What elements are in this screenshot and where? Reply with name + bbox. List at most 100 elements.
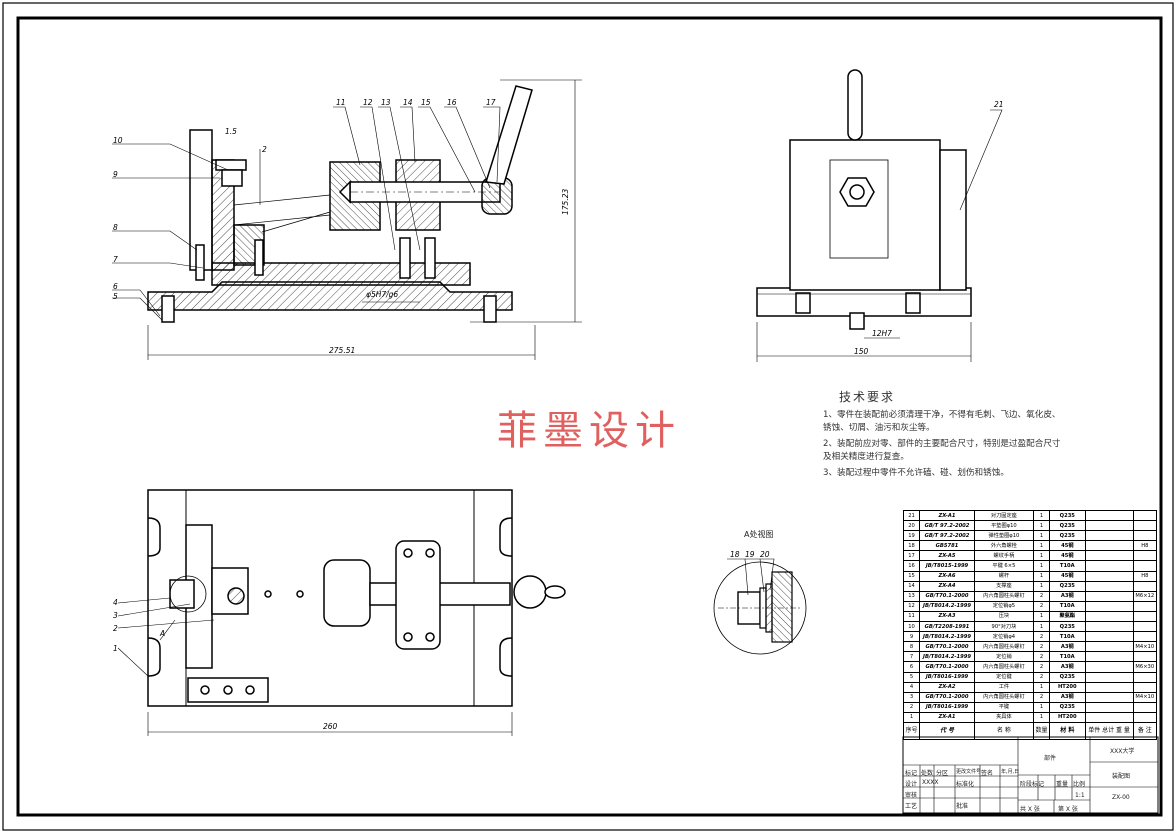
bom-cell-code: GB5781 <box>919 540 975 552</box>
bom-cell-note <box>1132 651 1158 663</box>
bom-cell-note <box>1132 520 1158 532</box>
bom-cell-no: 13 <box>902 590 921 602</box>
leader-15: 15 <box>421 98 431 107</box>
bom-cell-qty: 1 <box>1032 550 1051 562</box>
title-company: 部件 <box>1044 755 1057 762</box>
bom-cell-no: 21 <box>902 509 921 522</box>
bom-cell-mass <box>1084 691 1134 703</box>
leader-9: 9 <box>113 170 118 179</box>
bom-cell-mass <box>1084 590 1134 602</box>
detail-view <box>713 561 807 655</box>
title-sheets: 共 X 张 <box>1020 806 1040 813</box>
bom-cell-note <box>1132 621 1158 633</box>
bom-cell-name: 支撑座 <box>973 580 1034 592</box>
leader-8: 8 <box>113 223 118 232</box>
side-view-leaders <box>756 109 1003 362</box>
bom-cell-mat: Q235 <box>1049 509 1086 522</box>
bom-cell-name: 夹具体 <box>973 711 1034 723</box>
title-check-label: 审核 <box>905 792 918 799</box>
front-view-labels: 10 9 8 7 6 5 11 12 13 14 15 16 17 1.5 2 … <box>113 98 570 355</box>
bom-cell-note <box>1132 681 1158 693</box>
bom-cell-qty: 1 <box>1032 540 1051 552</box>
tech-line-3: 2、装配前应对零、部件的主要配合尺寸，特别是过盈配合尺寸 <box>823 439 1061 449</box>
plan-view-labels: 4 3 2 1 A 260 <box>113 598 338 731</box>
bom-cell-mass <box>1084 610 1134 623</box>
tech-line-2: 锈蚀、切屑、油污和灰尘等。 <box>823 423 935 433</box>
title-approve-label: 批准 <box>956 803 969 810</box>
bom-cell-note <box>1132 610 1158 623</box>
bom-cell-no: 19 <box>902 530 921 542</box>
bom-cell-qty: 1 <box>1032 530 1051 542</box>
bom-cell-no: 20 <box>902 520 921 532</box>
leader-11: 11 <box>336 98 346 107</box>
title-std-label: 标准化 <box>956 781 975 788</box>
bom-cell-mass <box>1084 661 1134 673</box>
bom-cell-name: 平键 <box>973 701 1034 713</box>
bom-cell-mat: HT200 <box>1049 681 1086 693</box>
dim-gap-2: 2 <box>262 145 267 154</box>
leader-2: 2 <box>113 624 118 633</box>
tech-line-1: 1、零件在装配前必须清理干净，不得有毛刺、飞边、氧化皮、 <box>823 410 1061 420</box>
bom-cell-mass <box>1084 641 1134 653</box>
bom-cell-mat: A3钢 <box>1049 661 1086 673</box>
bom-cell-mat: A3钢 <box>1049 641 1086 653</box>
title-zone-label: 分区 <box>936 770 949 777</box>
bom-cell-code: GB/T 97.2-2002 <box>919 530 975 542</box>
leader-20: 20 <box>760 550 770 559</box>
tech-line-4: 及相关精度进行复查。 <box>823 452 909 462</box>
bom-cell-note: M4×10 <box>1132 691 1158 703</box>
bom-cell-code: JB/T8014.2-1999 <box>919 600 975 612</box>
bom-cell-qty: 1 <box>1032 570 1051 582</box>
bom-cell-mat: 45钢 <box>1049 540 1086 552</box>
bom-cell-note <box>1132 560 1158 572</box>
leader-21: 21 <box>994 100 1004 109</box>
bom-cell-code: JB/T8015-1999 <box>919 560 975 572</box>
bom-cell-qty: 2 <box>1032 661 1051 673</box>
bom-cell-no: 11 <box>902 610 921 623</box>
inner-frame <box>16 16 1163 817</box>
bom-cell-qty: 1 <box>1032 701 1051 713</box>
bom-cell-code: ZX-A1 <box>919 509 975 522</box>
front-view <box>147 85 533 323</box>
bom-cell-qty: 2 <box>1032 641 1051 653</box>
leader-4: 4 <box>113 598 118 607</box>
title-scale: 1:1 <box>1075 792 1085 799</box>
bom-cell-qty: 2 <box>1032 600 1051 612</box>
bom-cell-no: 3 <box>902 691 921 703</box>
bom-cell-qty: 1 <box>1032 509 1051 522</box>
bom-cell-mat: Q235 <box>1049 621 1086 633</box>
bom-cell-qty: 1 <box>1032 560 1051 572</box>
bom-cell-no: 10 <box>902 621 921 633</box>
bom-cell-no: 4 <box>902 681 921 693</box>
bom-cell-mass <box>1084 560 1134 572</box>
bom-cell-mass <box>1084 550 1134 562</box>
bom-cell-code: JB/T8014.2-1999 <box>919 651 975 663</box>
bom-cell-name: 压块 <box>973 610 1034 623</box>
bom-cell-name: 内六角圆柱头螺钉 <box>973 641 1034 653</box>
title-mark-label: 标记 <box>905 770 918 777</box>
bom-cell-mass <box>1084 621 1134 633</box>
bom-cell-mat: Q235 <box>1049 671 1086 683</box>
bom-cell-mass <box>1084 509 1134 522</box>
title-drawing-name: 装配图 <box>1112 773 1131 780</box>
bom-header-row: 序号代 号名 称数量材 料单件 总计 重 量备 注 <box>902 721 1158 740</box>
bom-cell-qty: 1 <box>1032 711 1051 723</box>
bom-cell-note: H8 <box>1132 540 1158 552</box>
bom-cell-qty: 1 <box>1032 580 1051 592</box>
dim-front-height: 175.23 <box>561 189 570 215</box>
bom-cell-name: 内六角圆柱头螺钉 <box>973 590 1034 602</box>
leader-3: 3 <box>113 611 118 620</box>
bom-cell-no: 16 <box>902 560 921 572</box>
bom-cell-no: 1 <box>902 711 921 723</box>
title-designer: XXXX <box>922 779 939 786</box>
bom-cell-qty: 2 <box>1032 590 1051 602</box>
bom-cell-no: 18 <box>902 540 921 552</box>
bom-cell-note <box>1132 711 1158 723</box>
title-sheet: 第 X 张 <box>1058 806 1078 813</box>
